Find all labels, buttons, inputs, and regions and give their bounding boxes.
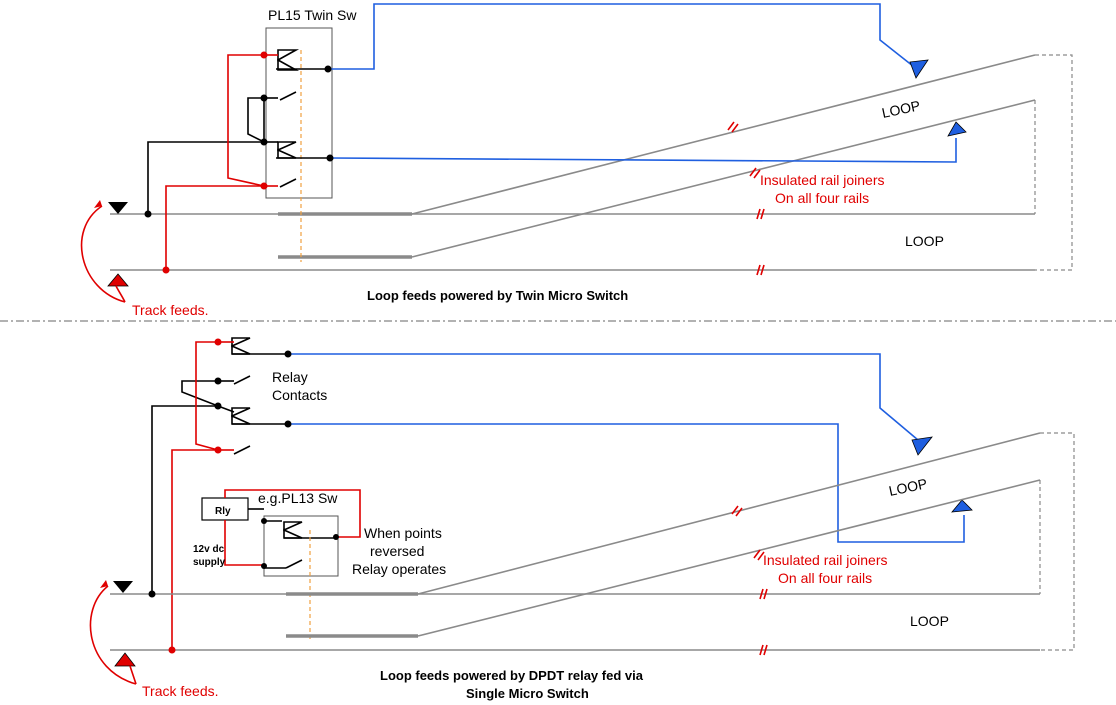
pl13-switch-box — [263, 515, 339, 577]
relay-feed-pointer-lower — [129, 665, 137, 685]
positive-feed-icon — [107, 273, 129, 287]
loop-return-outer — [1035, 54, 1073, 271]
twin-switch-box — [265, 27, 333, 199]
track-feed-pointer-upper — [80, 205, 126, 303]
relay-dots — [148, 338, 292, 654]
supply-label-1: 12v dc — [193, 544, 225, 555]
loop-feed-arrow-1 — [909, 59, 929, 79]
relay-feed-arrow-2 — [951, 499, 973, 513]
blue-loop-feeds — [329, 3, 967, 163]
relay-box-label: Rly — [215, 506, 231, 517]
insulated-label-1: Insulated rail joiners — [760, 172, 885, 188]
track-feed-pointer-lower — [115, 285, 126, 303]
relay-loop-label-upper: LOOP — [887, 475, 928, 499]
when-label-3: Relay operates — [352, 561, 446, 577]
relay-insulated-label-2: On all four rails — [778, 570, 872, 586]
loop-feed-arrow-2 — [947, 121, 967, 137]
bottom-caption-2: Single Micro Switch — [466, 686, 589, 701]
negative-feed-icon — [108, 202, 128, 214]
relay-track-feeds-label: Track feeds. — [142, 683, 219, 699]
relay-contacts-label-1: Relay — [272, 369, 308, 385]
insulated-label-2: On all four rails — [775, 190, 869, 206]
bottom-rails — [110, 432, 1075, 651]
relay-supply-wire — [224, 520, 264, 566]
relay-loop-label-lower: LOOP — [910, 613, 949, 629]
relay-feed-pointer-upper — [89, 585, 137, 685]
top-caption: Loop feeds powered by Twin Micro Switch — [367, 288, 628, 303]
relay-insulated-joiners — [731, 505, 768, 656]
relay-blue-feeds — [288, 353, 973, 543]
bottom-diagram: Relay Contacts Rly e.g.PL1 — [89, 337, 1075, 701]
when-label-2: reversed — [370, 543, 424, 559]
loop-rail-outer — [411, 54, 1036, 215]
loop-label-lower: LOOP — [905, 233, 944, 249]
supply-label-2: supply — [193, 557, 226, 568]
loop-label-upper: LOOP — [880, 97, 921, 121]
bottom-caption-1: Loop feeds powered by DPDT relay fed via — [380, 668, 644, 683]
connection-dots — [144, 51, 334, 274]
relay-feed-arrow-1 — [911, 436, 933, 456]
loop-rail-inner — [411, 99, 1036, 258]
relay-insulated-label-1: Insulated rail joiners — [763, 552, 888, 568]
twin-switch-title: PL15 Twin Sw — [268, 7, 357, 23]
track-feeds-label: Track feeds. — [132, 302, 209, 318]
red-wiring — [165, 54, 278, 270]
relay-negative-feed-icon — [113, 581, 133, 593]
insulated-joiners — [727, 121, 765, 276]
relay-contacts-label-2: Contacts — [272, 387, 327, 403]
when-label-1: When points — [364, 525, 442, 541]
black-wiring — [147, 97, 278, 214]
relay-coil-wire-red — [224, 489, 361, 538]
top-diagram: PL15 Twin Sw — [80, 3, 1073, 318]
pl13-switch-title: e.g.PL13 Sw — [258, 490, 338, 506]
top-rails — [110, 54, 1073, 271]
relay-positive-feed-icon — [114, 652, 136, 667]
switch-contacts — [276, 49, 330, 188]
